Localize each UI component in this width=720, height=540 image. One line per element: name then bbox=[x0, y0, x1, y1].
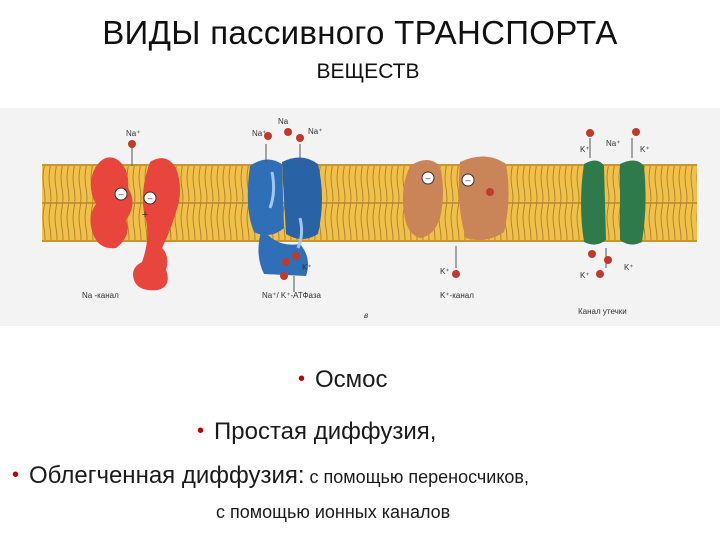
slide-subtitle: ВЕЩЕСТВ bbox=[0, 60, 720, 84]
ion-label: Na⁺ bbox=[606, 139, 620, 148]
bullet-marker: • bbox=[197, 420, 204, 442]
bullet-item-facilitated-diffusion: • Облегченная диффузия: с помощью перенос… bbox=[12, 462, 529, 490]
minus-sign: – bbox=[118, 189, 123, 199]
ion-label: K⁺ bbox=[440, 267, 450, 276]
bullet-text: Облегченная диффузия: bbox=[29, 462, 305, 489]
bullet-marker: • bbox=[298, 368, 305, 390]
membrane-figure: – – + – – bbox=[0, 108, 720, 326]
bullet-text: Простая диффузия, bbox=[214, 418, 436, 445]
plus-sign: + bbox=[142, 209, 148, 221]
bullet-continuation: с помощью ионных каналов bbox=[216, 502, 450, 523]
pump-label: Na⁺/ K⁺-АТФаза bbox=[262, 291, 322, 300]
ion-label: Na bbox=[278, 117, 289, 126]
bullet-item-simple-diffusion: • Простая диффузия, bbox=[197, 418, 436, 446]
membrane-diagram: – – + – – bbox=[0, 108, 720, 326]
ion-label: K⁺ bbox=[580, 145, 590, 154]
slide-subtitle-text: ВЕЩЕСТВ bbox=[316, 60, 419, 83]
bullet-text: Осмос bbox=[315, 366, 388, 393]
k-channel-label: K⁺-канал bbox=[440, 291, 474, 300]
ion-label: Na⁺ bbox=[308, 127, 322, 136]
bullet-subtext: с помощью переносчиков, bbox=[305, 467, 529, 487]
minus-sign: – bbox=[465, 175, 470, 185]
ion-label: Na⁺ bbox=[252, 129, 266, 138]
ion-label: K⁺ bbox=[302, 263, 312, 272]
minus-sign: – bbox=[425, 173, 430, 183]
ion-label: K⁺ bbox=[624, 263, 634, 272]
ion-label: K⁺ bbox=[580, 271, 590, 280]
ion-label: K⁺ bbox=[640, 145, 650, 154]
bullet-marker: • bbox=[12, 464, 19, 486]
minus-sign: – bbox=[147, 193, 152, 203]
slide-title: ВИДЫ пассивного ТРАНСПОРТА bbox=[0, 14, 720, 52]
panel-letter: в bbox=[364, 311, 368, 320]
na-channel-label: Na -канал bbox=[82, 291, 119, 300]
ion-label: Na⁺ bbox=[126, 129, 140, 138]
leak-channel-label: Канал утечки bbox=[578, 307, 627, 316]
bullet-item-osmosis: • Осмос bbox=[298, 366, 388, 394]
